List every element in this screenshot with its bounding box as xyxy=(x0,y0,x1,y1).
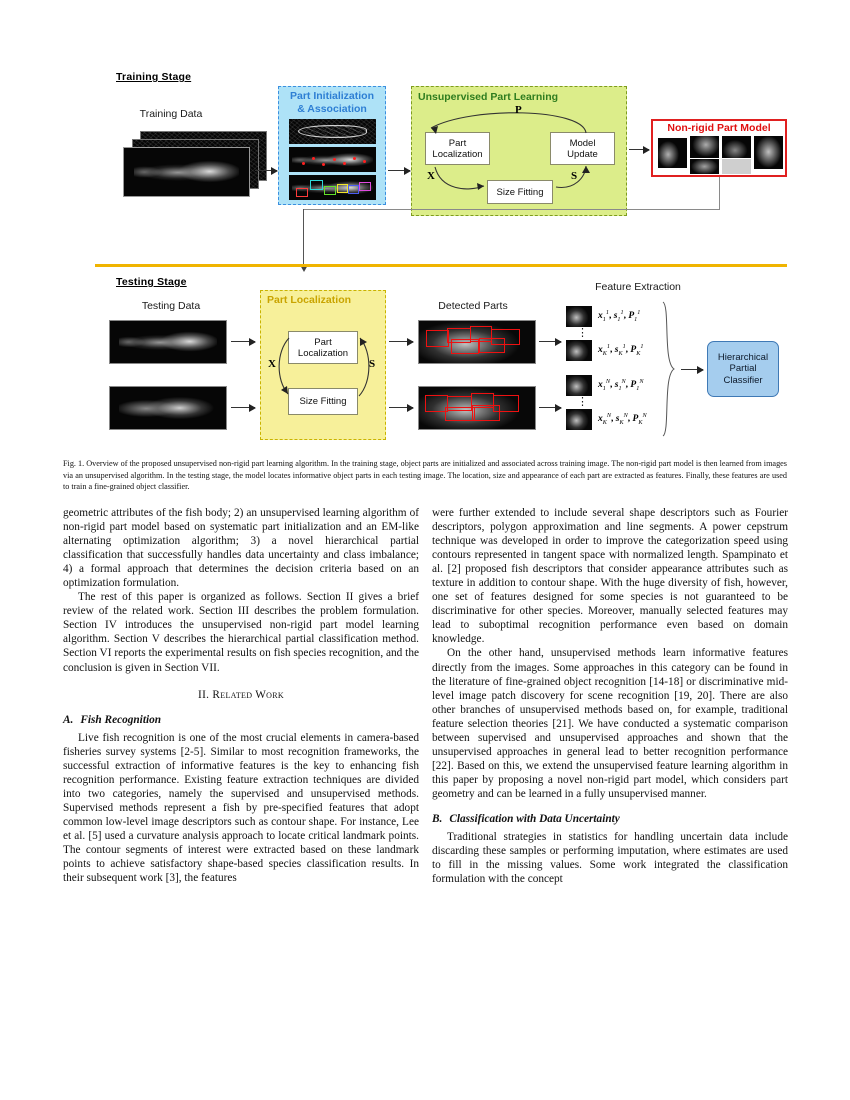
part-init-image-keypoints xyxy=(289,147,376,172)
feature-extraction-label: Feature Extraction xyxy=(595,281,681,293)
label-X-training: X xyxy=(427,170,435,182)
feature-patch-2-top xyxy=(566,375,592,396)
size-fitting-node-training: Size Fitting xyxy=(487,180,553,204)
model-update-line1: Model xyxy=(569,137,596,149)
feature-vector-1-top: x11, s11, P11 xyxy=(598,309,641,324)
arrow-learning-to-model xyxy=(629,145,650,154)
stage-divider xyxy=(95,264,787,267)
training-stage-label: Training Stage xyxy=(116,71,192,83)
nonrigid-part-model-title: Non-rigid Part Model xyxy=(667,122,771,134)
hierarchical-partial-classifier[interactable]: Hierarchical Partial Classifier xyxy=(707,341,779,397)
testing-cycle-arrows xyxy=(278,337,370,397)
arrow-testing-data-2 xyxy=(231,403,256,412)
arrow-detected-to-features-1 xyxy=(539,337,562,346)
subsection-b-letter: B. xyxy=(432,812,443,825)
detected-parts-image-2 xyxy=(418,386,536,430)
body-left-column: geometric attributes of the fish body; 2… xyxy=(63,506,419,885)
em-cycle-arrows xyxy=(430,112,590,190)
classifier-line1: Hierarchical xyxy=(717,351,769,363)
body-right-column: were further extended to include several… xyxy=(432,506,788,886)
unsupervised-part-learning-title: Unsupervised Part Learning xyxy=(418,91,559,103)
model-update-line2: Update xyxy=(567,148,598,160)
feature-patch-2-bottom xyxy=(566,409,592,430)
classifier-line2: Partial xyxy=(729,363,757,375)
detected-parts-image-1 xyxy=(418,320,536,364)
label-P: P xyxy=(515,104,522,116)
part-localization-node-training: Part Localization xyxy=(425,132,490,165)
model-feedback-line-vertical xyxy=(719,177,720,209)
figure-caption: Fig. 1. Overview of the proposed unsuper… xyxy=(63,458,787,493)
model-part-4 xyxy=(754,136,783,169)
arrow-init-to-learning xyxy=(388,166,411,175)
test-part-loc-line2: Localization xyxy=(297,347,349,359)
label-S-training: S xyxy=(571,170,578,182)
label-S-testing: S xyxy=(369,358,376,370)
part-localization-title-testing: Part Localization xyxy=(267,294,352,306)
section-heading-related-work: II. Related Work xyxy=(198,688,284,701)
right-paragraph-3: Traditional strategies in statistics for… xyxy=(432,831,788,886)
classifier-line3: Classifier xyxy=(723,374,763,386)
arrow-features-to-classifier xyxy=(681,365,704,374)
subsection-a-title: Fish Recognition xyxy=(80,713,162,726)
arrow-model-to-testing xyxy=(299,209,308,272)
label-X-testing: X xyxy=(268,358,276,370)
testing-data-image-2 xyxy=(109,386,227,430)
part-localization-box-testing xyxy=(260,290,386,440)
part-initialization-title-line1: Part Initialization xyxy=(289,90,374,102)
feature-brace xyxy=(662,301,675,437)
part-init-image-edge-map xyxy=(289,119,376,144)
model-part-5 xyxy=(690,159,719,174)
detected-parts-label: Detected Parts xyxy=(438,300,508,312)
left-paragraph-2: The rest of this paper is organized as f… xyxy=(63,591,419,674)
training-data-plate-front xyxy=(123,147,250,197)
model-part-2 xyxy=(690,136,719,158)
model-update-node: Model Update xyxy=(550,132,615,165)
model-part-1 xyxy=(658,138,687,168)
subsection-a-letter: A. xyxy=(63,713,74,726)
testing-data-image-1 xyxy=(109,320,227,364)
arrow-detected-to-features-2 xyxy=(539,403,562,412)
part-localization-node-line1: Part xyxy=(448,137,467,149)
feature-vector-1-bottom: xK1, sK1, PK1 xyxy=(598,343,644,358)
feature-patch-1-top xyxy=(566,306,592,327)
part-initialization-title-line2: & Association xyxy=(297,103,367,115)
figure-1: Training Stage Training Data Part Initia… xyxy=(63,48,787,448)
testing-stage-label: Testing Stage xyxy=(116,276,187,288)
feature-vector-2-top: x1N, s1N, P1N xyxy=(598,378,644,393)
arrow-to-detected-1 xyxy=(389,337,414,346)
feature-patch-1-bottom xyxy=(566,340,592,361)
right-paragraph-2: On the other hand, unsupervised methods … xyxy=(432,647,788,800)
subsection-b-title: Classification with Data Uncertainty xyxy=(449,812,620,825)
left-paragraph-1: geometric attributes of the fish body; 2… xyxy=(63,507,419,590)
model-part-6 xyxy=(722,159,751,174)
test-part-loc-line1: Part xyxy=(314,336,332,348)
arrow-testing-data-1 xyxy=(231,337,256,346)
subsection-b-heading: B. Classification with Data Uncertainty xyxy=(432,812,788,826)
left-paragraph-3: Live fish recognition is one of the most… xyxy=(63,731,419,885)
training-data-label: Training Data xyxy=(139,108,203,120)
caption-label: Fig. 1. xyxy=(63,459,85,468)
arrow-to-detected-2 xyxy=(389,403,414,412)
subsection-a-heading: A. Fish Recognition xyxy=(63,713,419,727)
part-localization-node-testing: Part Localization xyxy=(288,331,358,364)
caption-text: Overview of the proposed unsupervised no… xyxy=(63,459,787,492)
testing-data-label: Testing Data xyxy=(141,300,201,312)
arrow-training-to-init xyxy=(255,166,278,175)
feature-vector-2-bottom: xKN, sKN, PKN xyxy=(598,412,647,427)
model-part-3 xyxy=(722,136,751,158)
feature-ellipsis-2: ⋮ xyxy=(577,396,588,408)
right-paragraph-1: were further extended to include several… xyxy=(432,507,788,646)
part-localization-node-line2: Localization xyxy=(432,148,483,160)
part-init-image-colored-parts xyxy=(289,175,376,200)
feature-ellipsis-1: ⋮ xyxy=(577,327,588,339)
model-feedback-line-horizontal xyxy=(303,209,720,210)
size-fitting-node-testing: Size Fitting xyxy=(288,388,358,415)
